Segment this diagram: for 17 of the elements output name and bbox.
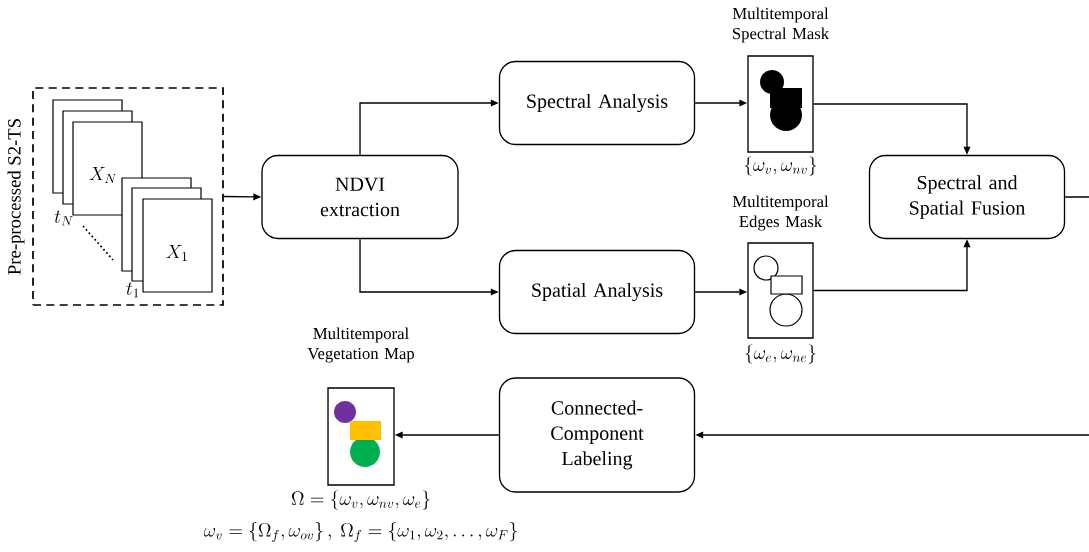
process-box: NDVI extraction [261,154,459,240]
vertical-label: Pre-processed S2-TS [7,119,25,275]
picture-title: Multitemporal Spectral Mask [732,7,830,43]
set-formula: $\omega_v = \left\{\Omega_f, \omega_{ov}\right\},\ \Omega_f = \{\omega_1, \omega_2, \dots, \omega_F\}$ [203,522,517,543]
set-formula: $\{\omega_v, \omega_{nv}\}$ [744,156,817,176]
formula-label: $X_N$ [89,167,117,183]
formula-label: $t_N$ [54,210,73,226]
picture-title: Multitemporal Vegetation Map [307,327,415,363]
set-formula: $\Omega = \{\omega_v, \omega_{nv}, \omega_e\}$ [291,490,430,510]
set-formula: $\{\omega_e, \omega_{ne}\}$ [745,344,816,364]
process-box: Spatial Analysis [498,249,696,335]
process-box: Spectral and Spatial Fusion [868,154,1066,240]
picture-title: Multitemporal Edges Mask [732,195,829,231]
formula-label: $X_1$ [166,245,187,261]
process-box: Connected-Component Labeling [498,377,696,493]
process-box: Spectral Analysis [498,60,696,146]
formula-label: $t_1$ [126,282,139,298]
